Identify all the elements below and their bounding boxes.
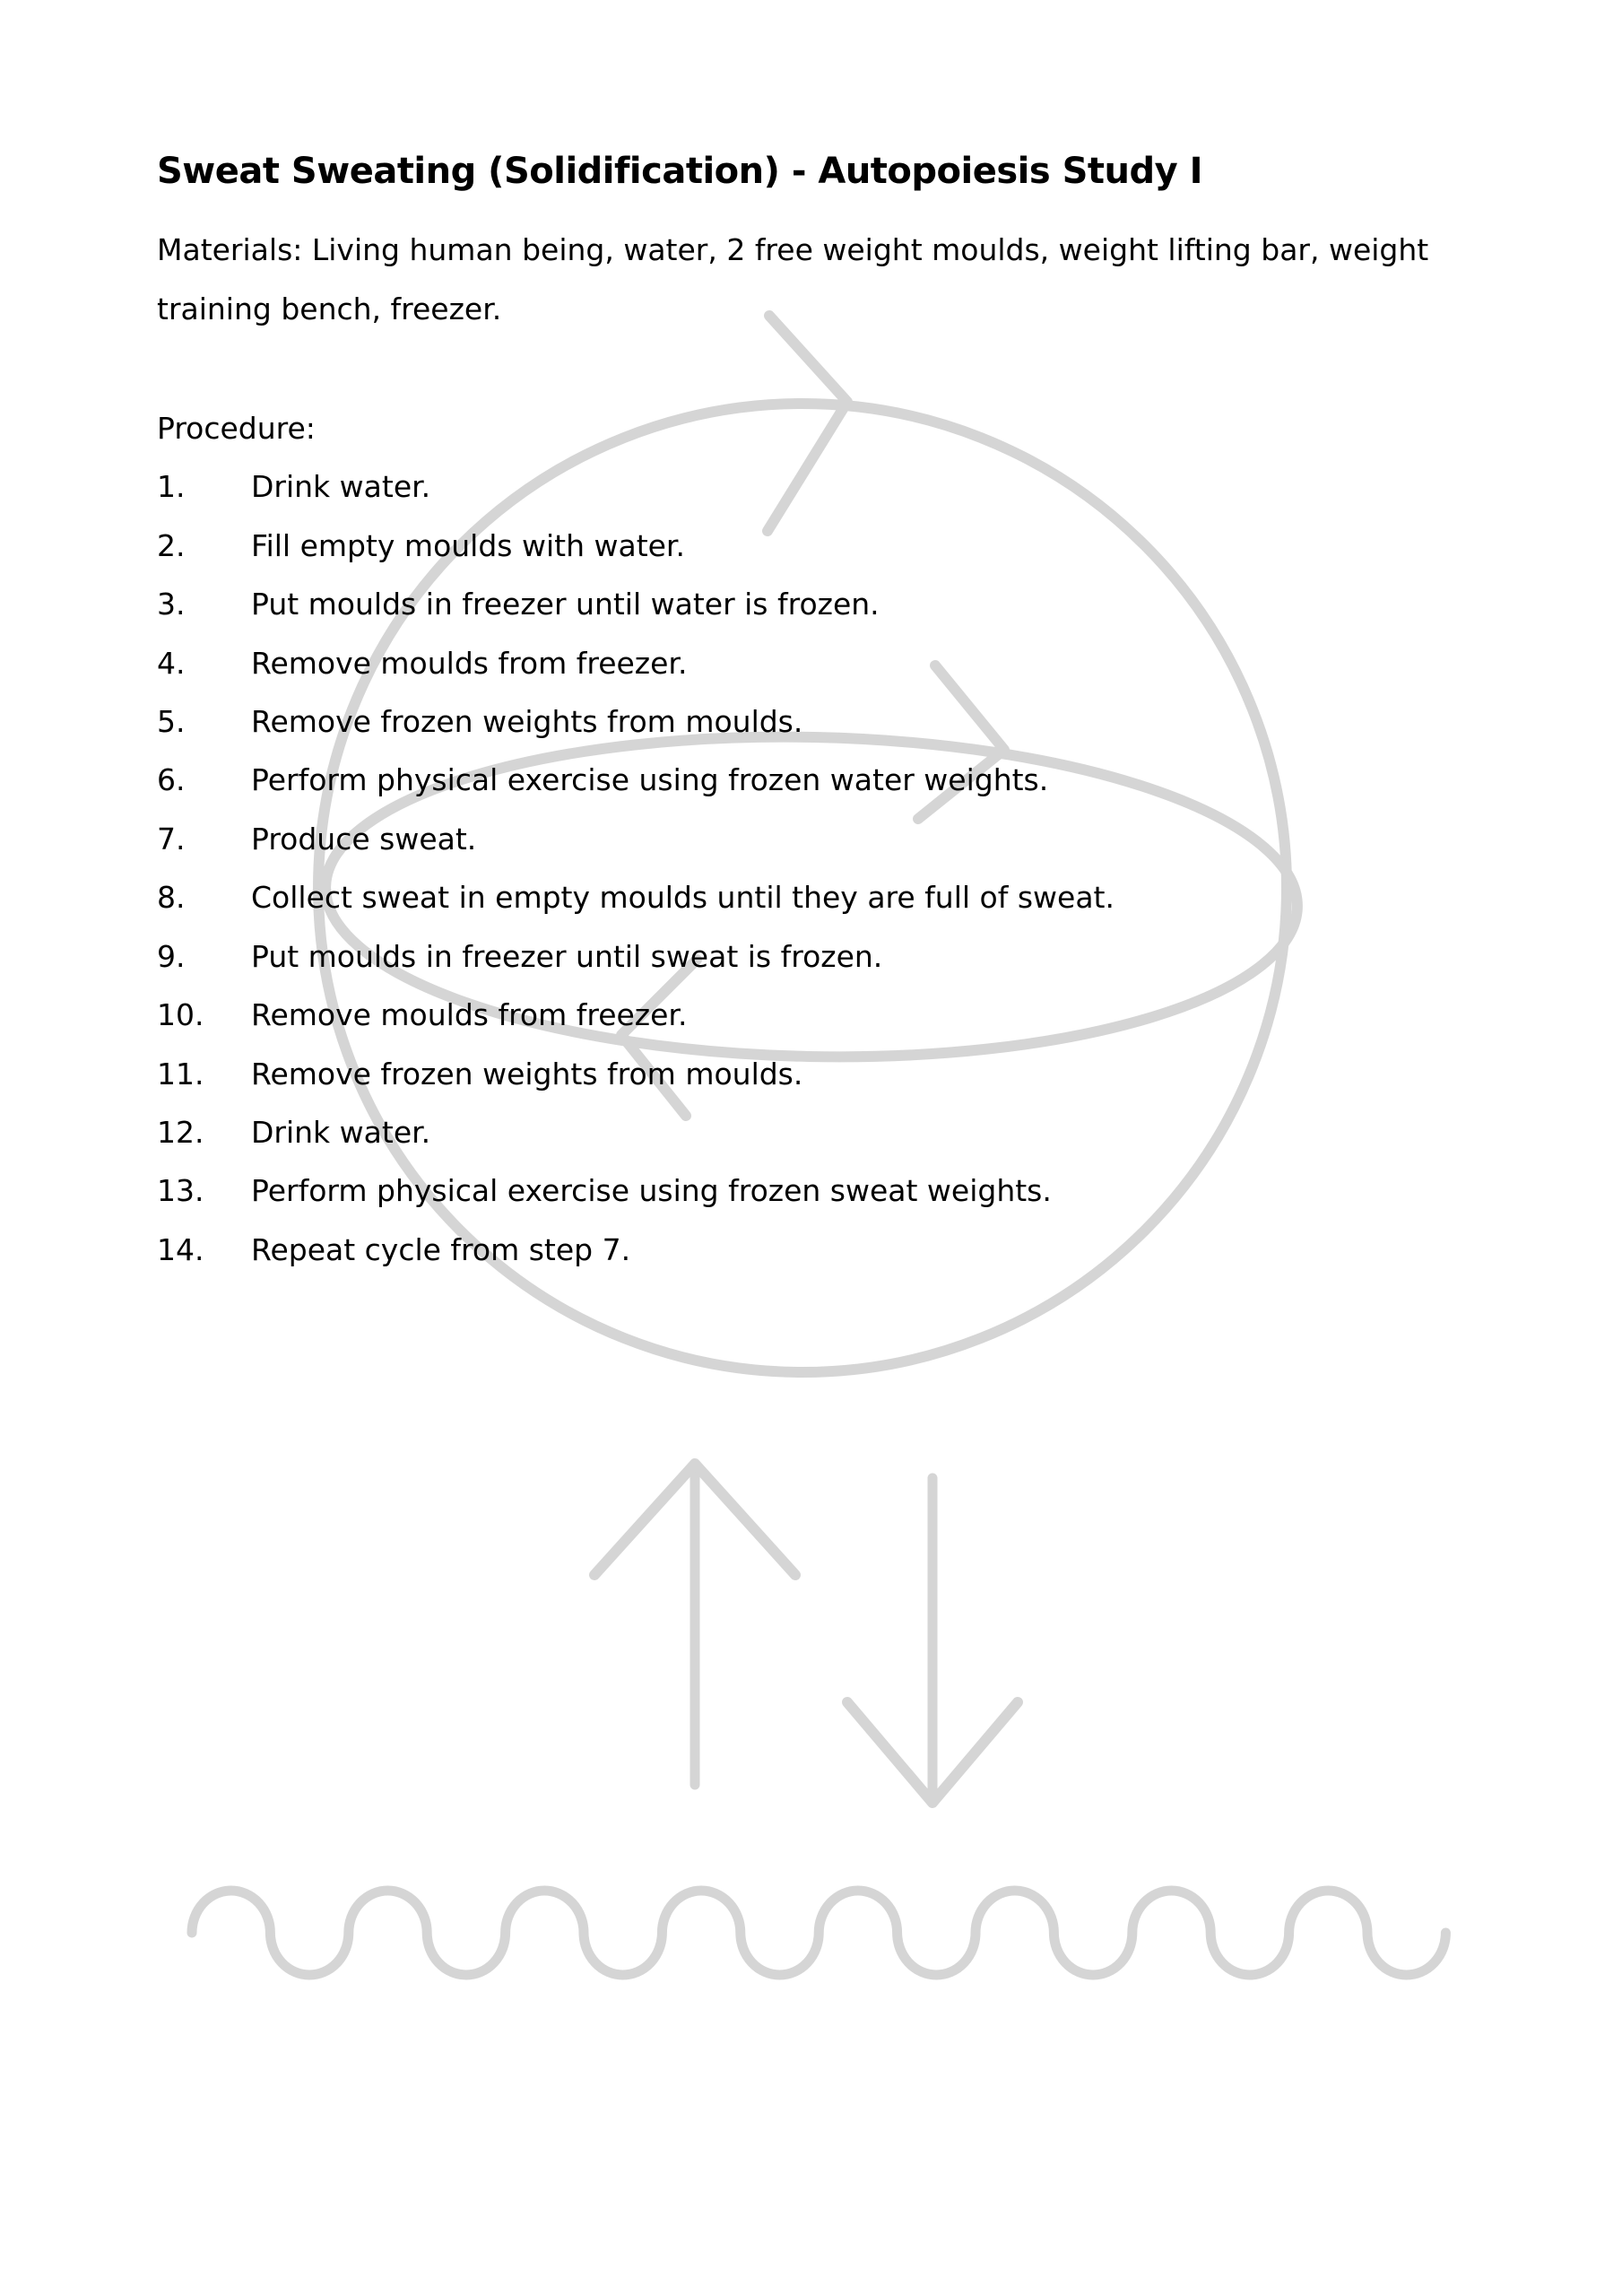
step-text: Perform physical exercise using frozen w…: [251, 762, 1049, 798]
procedure-step-row: 11. Remove frozen weights from moulds.: [157, 1044, 1502, 1102]
procedure-step-row: 14. Repeat cycle from step 7.: [157, 1221, 1502, 1279]
procedure-label: Procedure:: [157, 411, 316, 446]
step-number: 12.: [157, 1115, 204, 1151]
procedure-step-row: 6. Perform physical exercise using froze…: [157, 751, 1502, 809]
procedure-step-row: 13. Perform physical exercise using froz…: [157, 1161, 1502, 1220]
step-text: Put moulds in freezer until water is fro…: [251, 587, 880, 622]
clockwise-arrowhead-bottom-icon: [616, 954, 702, 1121]
step-text: Produce sweat.: [251, 821, 477, 857]
step-text: Perform physical exercise using frozen s…: [251, 1173, 1052, 1209]
step-text: Fill empty moulds with water.: [251, 527, 685, 563]
clockwise-arrowhead-top-icon: [762, 310, 853, 536]
step-number: 2.: [157, 527, 186, 563]
step-text: Collect sweat in empty moulds until they…: [251, 880, 1115, 916]
step-text: Put moulds in freezer until sweat is fro…: [251, 938, 883, 974]
procedure-step-row: 5. Remove frozen weights from moulds.: [157, 692, 1502, 751]
procedure-step-row: 9. Put moulds in freezer until sweat is …: [157, 927, 1502, 986]
step-number: 10.: [157, 997, 204, 1033]
wave-line-icon: [186, 1885, 1451, 1980]
materials-text: Materials: Living human being, water, 2 …: [157, 232, 1429, 326]
step-text: Drink water.: [251, 469, 431, 505]
step-text: Remove moulds from freezer.: [251, 645, 688, 681]
procedure-list: 1. Drink water. 2. Fill empty moulds wit…: [157, 457, 1502, 1279]
step-number: 3.: [157, 587, 186, 622]
procedure-step-row: 1. Drink water.: [157, 457, 1502, 516]
clockwise-arrowhead-middle-icon: [913, 660, 1010, 824]
step-number: 14.: [157, 1231, 204, 1267]
step-number: 6.: [157, 762, 186, 798]
step-text: Repeat cycle from step 7.: [251, 1231, 631, 1267]
step-text: Remove moulds from freezer.: [251, 997, 688, 1033]
step-number: 4.: [157, 645, 186, 681]
cycle-circle-icon: [313, 398, 1292, 1378]
procedure-step-row: 12. Drink water.: [157, 1103, 1502, 1161]
procedure-step-row: 10. Remove moulds from freezer.: [157, 986, 1502, 1044]
step-number: 1.: [157, 469, 186, 505]
step-number: 7.: [157, 821, 186, 857]
procedure-step-row: 2. Fill empty moulds with water.: [157, 516, 1502, 574]
cycle-ellipse-icon: [320, 731, 1303, 1063]
step-number: 9.: [157, 938, 186, 974]
step-number: 5.: [157, 703, 186, 739]
page-title: Sweat Sweating (Solidification) - Autopo…: [157, 151, 1203, 192]
step-text: Remove frozen weights from moulds.: [251, 1056, 803, 1091]
step-text: Drink water.: [251, 1115, 431, 1151]
step-number: 13.: [157, 1173, 204, 1209]
down-arrow-icon: [842, 1473, 1023, 1808]
up-arrow-icon: [589, 1458, 801, 1790]
step-text: Remove frozen weights from moulds.: [251, 703, 803, 739]
step-number: 11.: [157, 1056, 204, 1091]
procedure-step-row: 8. Collect sweat in empty moulds until t…: [157, 868, 1502, 926]
procedure-step-row: 3. Put moulds in freezer until water is …: [157, 575, 1502, 633]
step-number: 8.: [157, 880, 186, 916]
procedure-step-row: 4. Remove moulds from freezer.: [157, 633, 1502, 691]
procedure-step-row: 7. Produce sweat.: [157, 810, 1502, 868]
